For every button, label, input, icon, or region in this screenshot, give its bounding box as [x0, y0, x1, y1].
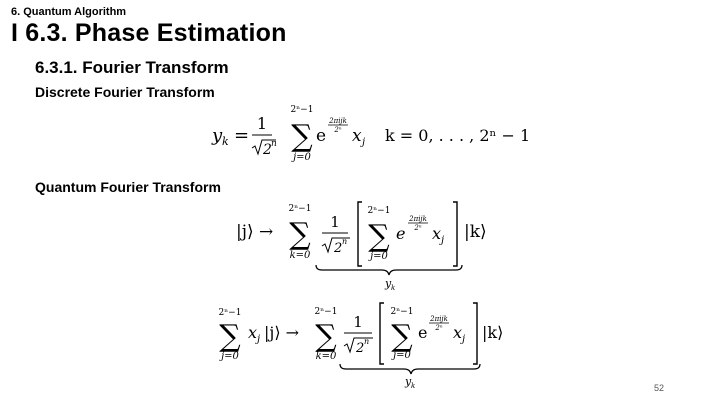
dft-equation: y k = 1 2 n 2ⁿ−1 ∑ j=0 e 2πijk 2ⁿ x j k …: [211, 104, 530, 166]
qft1-x: x: [432, 224, 441, 243]
qft2-lhs-sub: j: [255, 334, 260, 345]
qft2-inner-bottom: j=0: [391, 350, 411, 361]
qft1-inner-top: 2ⁿ−1: [368, 206, 391, 216]
qft1-underbrace: [315, 264, 463, 276]
qft-equation-1: |j⟩ → 2ⁿ−1 ∑ k=0 1 2 n 2ⁿ−1 ∑ j=0 e 2πij…: [236, 197, 496, 293]
qft2-exp-base: e: [418, 323, 427, 342]
qft1-den: 2: [333, 241, 342, 256]
qft2-ket-out: |k⟩: [482, 323, 503, 342]
qft2-exp-num: 2πijk: [429, 315, 448, 323]
qft1-ket-out: |k⟩: [464, 222, 487, 242]
dft-lhs-sub: k: [222, 135, 229, 148]
qft2-sum-bottom: j=0: [219, 351, 239, 362]
qft1-sum-top: 2ⁿ−1: [289, 204, 312, 214]
qft2-exp-den: 2ⁿ: [434, 324, 442, 332]
qft1-ket-in: |j⟩ →: [236, 222, 273, 242]
qft2-brace-sub: k: [411, 382, 415, 390]
qft-label: Quantum Fourier Transform: [35, 179, 221, 195]
qft1-x-sub: j: [439, 235, 444, 246]
qft1-sum-bottom: k=0: [290, 250, 311, 261]
qft2-sum-sign: ∑: [219, 319, 241, 354]
qft2-left-bracket: [379, 302, 384, 365]
qft2-sum2-sign: ∑: [315, 319, 337, 354]
qft2-underbrace: [339, 363, 481, 375]
chapter-label: 6. Quantum Algorithm: [11, 6, 127, 18]
dft-den: 2: [262, 142, 272, 158]
qft2-sum2-top: 2ⁿ−1: [315, 307, 338, 317]
dft-num: 1: [257, 114, 267, 133]
qft2-num: 1: [353, 313, 363, 331]
qft2-sqrt-sign: [343, 337, 373, 354]
qft1-sqrt-sign: [321, 237, 350, 254]
page-number: 52: [653, 383, 664, 393]
dft-sum-top: 2ⁿ−1: [291, 105, 314, 115]
dft-lhs: y: [211, 125, 223, 146]
qft1-sum-sign: ∑: [289, 217, 311, 252]
qft2-brace-label: y: [404, 375, 412, 388]
qft-equation-2: 2ⁿ−1 ∑ j=0 x j |j⟩ → 2ⁿ−1 ∑ k=0 1 2 n 2ⁿ…: [218, 298, 518, 392]
dft-exp-num: 2πijk: [328, 117, 347, 125]
qft1-exp-den: 2ⁿ: [413, 224, 421, 232]
qft2-sum-top: 2ⁿ−1: [219, 308, 242, 318]
slide-title: I 6.3. Phase Estimation: [11, 19, 287, 47]
qft1-den-sup: n: [342, 237, 347, 246]
qft1-num: 1: [330, 213, 340, 231]
dft-exp-den: 2ⁿ: [333, 126, 341, 134]
qft1-right-bracket: [453, 201, 458, 267]
subsection-title: 6.3.1. Fourier Transform: [35, 58, 229, 77]
qft2-ket-in: |j⟩ →: [264, 323, 299, 342]
qft1-left-bracket: [357, 201, 362, 267]
qft2-den-sup: n: [364, 337, 369, 346]
qft2-sum2-bottom: k=0: [316, 351, 337, 362]
dft-sum-bottom: j=0: [291, 152, 311, 163]
qft2-lhs: x: [248, 323, 257, 342]
qft2-inner-sum-sign: ∑: [391, 319, 413, 354]
qft1-inner-bottom: j=0: [368, 251, 388, 262]
dft-range: k = 0, . . . , 2ⁿ − 1: [385, 126, 530, 145]
qft1-brace-label: y: [384, 277, 392, 290]
qft1-exp-base: e: [396, 224, 405, 243]
dft-exp-base: e: [316, 126, 326, 146]
qft1-brace-sub: k: [391, 284, 395, 292]
dft-x: x: [352, 126, 362, 146]
qft2-x: x: [453, 323, 462, 342]
dft-x-sub: j: [360, 137, 365, 148]
qft1-exp-num: 2πijk: [408, 215, 427, 223]
qft1-inner-sum-sign: ∑: [368, 219, 390, 254]
qft2-x-sub: j: [460, 334, 465, 345]
qft2-inner-top: 2ⁿ−1: [391, 307, 414, 317]
dft-label: Discrete Fourier Transform: [35, 84, 215, 100]
qft2-right-bracket: [473, 302, 478, 365]
dft-den-sup: n: [271, 139, 277, 149]
dft-equals: =: [234, 125, 249, 146]
qft2-den: 2: [355, 341, 364, 356]
dft-sum-sign: ∑: [291, 119, 313, 154]
dft-sqrt-sign: [251, 139, 276, 156]
